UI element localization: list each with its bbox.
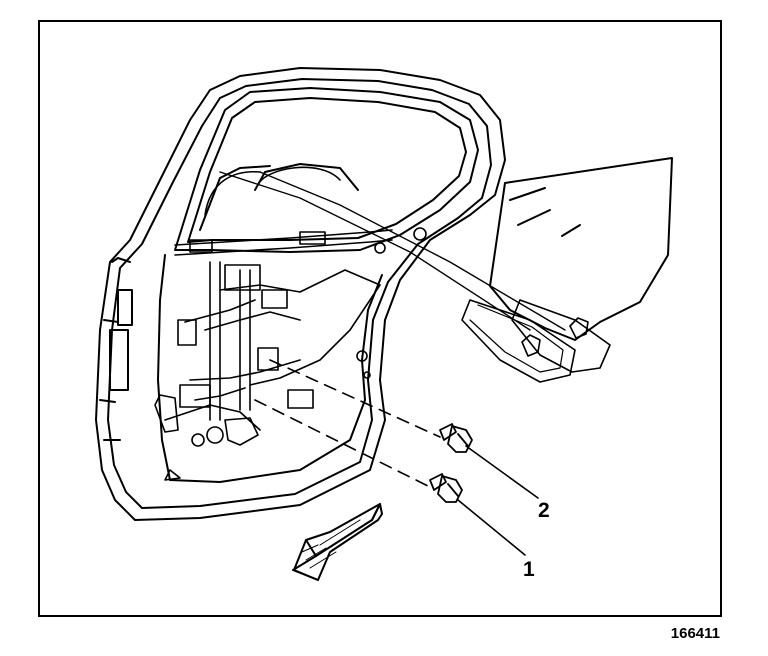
bolt-1-icon (429, 473, 463, 503)
bolt-2-icon (439, 423, 473, 453)
illustration-frame (38, 20, 722, 617)
callout-bolt-1: 1 (523, 558, 535, 581)
callout-leaders (457, 445, 539, 556)
figure-number: 166411 (670, 625, 720, 642)
front-direction-arrow-icon (292, 503, 383, 581)
window-glass (461, 157, 673, 383)
callout-bolt-2: 2 (538, 499, 550, 522)
door-shell (95, 67, 506, 521)
window-regulator-assembly (154, 166, 427, 481)
glass-removal-path (219, 171, 566, 331)
bolt-leader-lines (254, 359, 441, 489)
